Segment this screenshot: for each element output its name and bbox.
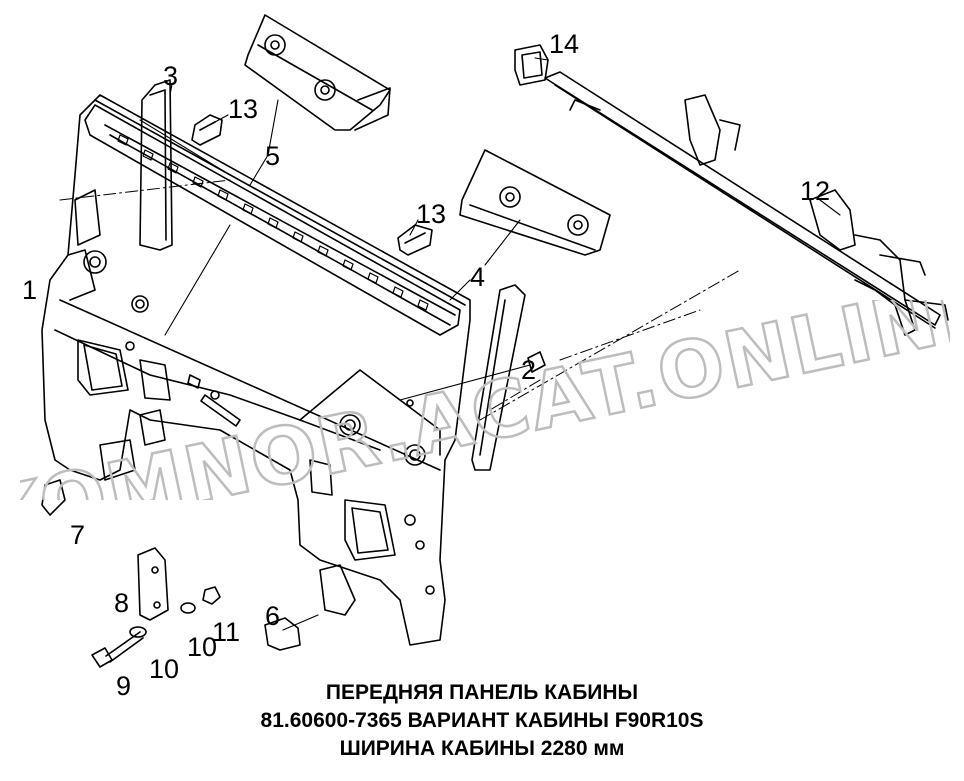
caption-variant: 81.60600-7365 ВАРИАНТ КАБИНЫ F90R10S — [260, 709, 704, 732]
cowl-rail-part-5 — [94, 99, 466, 326]
callout-7: 7 — [70, 520, 86, 550]
callout-10-lower: 10 — [149, 654, 180, 684]
callout-13-upper: 13 — [228, 94, 259, 124]
caption-title: ПЕРЕДНЯЯ ПАНЕЛЬ КАБИНЫ — [325, 681, 639, 704]
front-panel-part-1 — [41, 94, 471, 646]
washer-part-10 — [129, 602, 196, 638]
callout-6: 6 — [265, 601, 281, 631]
callout-14: 14 — [549, 29, 580, 59]
right-pillar — [471, 284, 526, 471]
upper-shelf-part-5 — [244, 14, 391, 131]
callout-12: 12 — [800, 176, 831, 206]
bracket-part-7 — [41, 409, 166, 516]
callout-10-upper: 10 — [187, 632, 218, 662]
plate-part-8 — [137, 547, 169, 621]
callout-1: 1 — [22, 275, 38, 305]
caption-width: ШИРИНА КАБИНЫ 2280 мм — [339, 737, 625, 760]
callout-2: 2 — [521, 355, 537, 385]
callout-13-lower: 13 — [416, 199, 447, 229]
clip-part-13-upper — [191, 114, 223, 146]
callout-11: 11 — [212, 617, 241, 647]
shelf-part-4 — [459, 149, 611, 256]
callout-4: 4 — [470, 262, 486, 292]
clip-part-13-lower — [397, 224, 433, 256]
callout-8: 8 — [114, 588, 130, 618]
pillar-part-3 — [139, 79, 173, 251]
connector-part-14 — [514, 44, 549, 86]
callout-5: 5 — [265, 141, 281, 171]
cross-member-part-12 — [544, 71, 949, 336]
bolt-part-2 — [527, 351, 546, 373]
bracket-part-6 — [264, 564, 356, 651]
nut-part-11 — [202, 586, 221, 605]
callout-3: 3 — [163, 61, 179, 91]
callout-9: 9 — [116, 671, 132, 701]
